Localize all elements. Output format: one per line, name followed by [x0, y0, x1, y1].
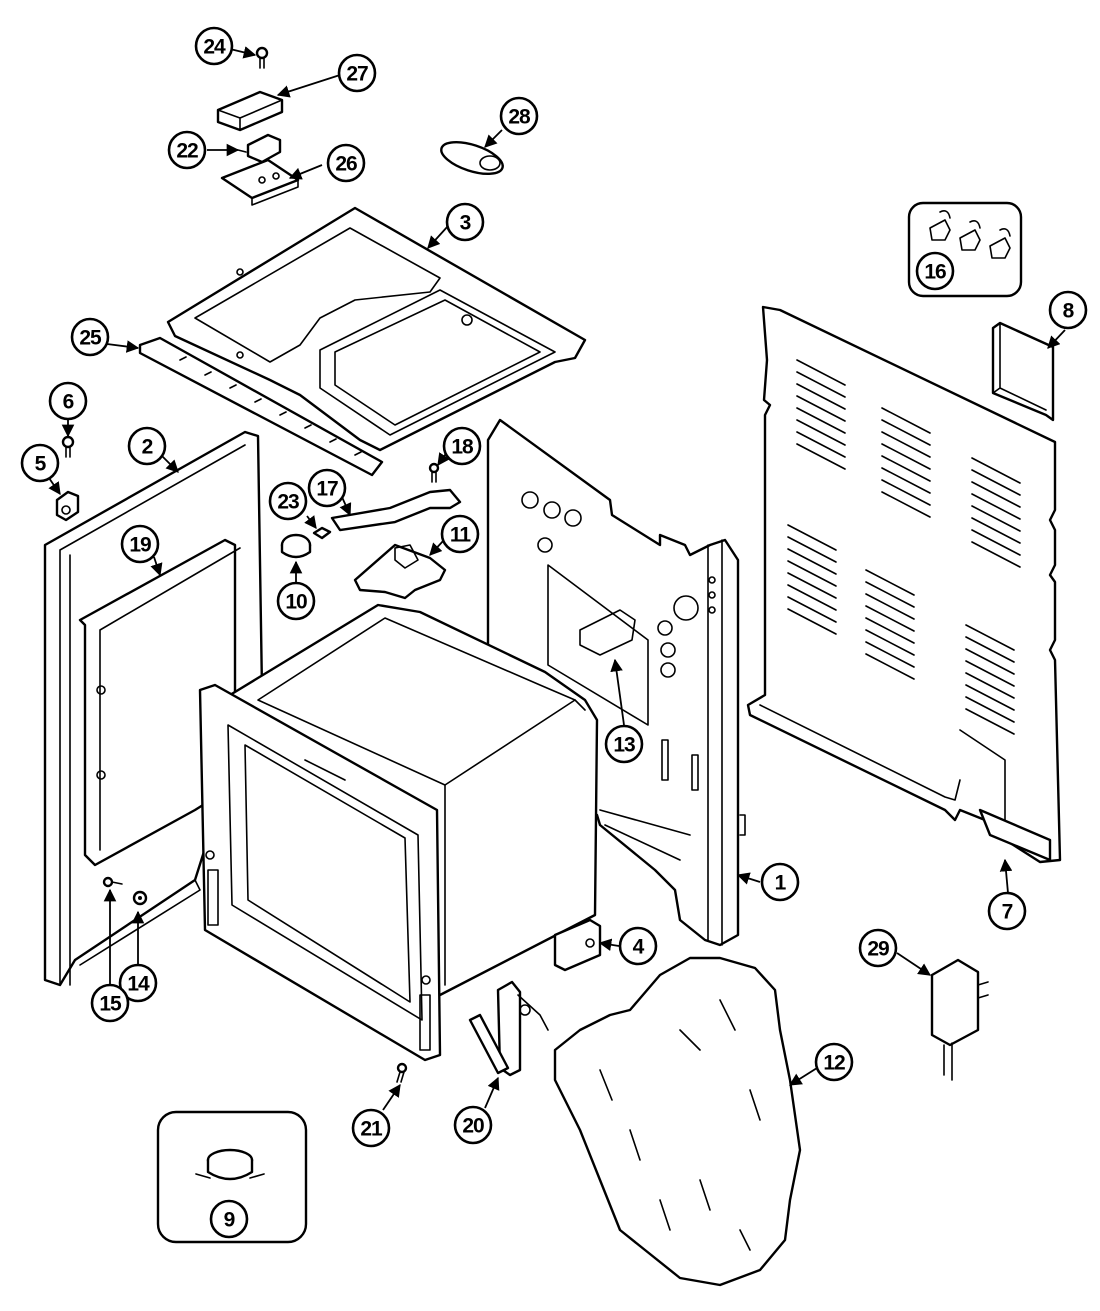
part-5-knob — [55, 490, 80, 522]
callout-14: 14 — [118, 963, 158, 1003]
part-9-thermostat — [156, 1110, 308, 1244]
callout-1: 1 — [760, 862, 800, 902]
svg-text:2: 2 — [142, 436, 153, 459]
rear-louvers — [787, 359, 1021, 735]
part-11-bracket — [353, 543, 447, 600]
callout-28: 28 — [499, 96, 539, 136]
part-25-strip — [138, 336, 384, 477]
part-12-insulation — [553, 956, 802, 1287]
part-4-bracket — [553, 918, 602, 972]
svg-text:22: 22 — [176, 140, 198, 163]
svg-text:6: 6 — [63, 391, 74, 414]
callout-6: 6 — [48, 381, 88, 421]
svg-text:28: 28 — [508, 106, 531, 129]
svg-text:18: 18 — [451, 436, 474, 459]
callout-18: 18 — [442, 426, 482, 466]
callout-11: 11 — [440, 514, 480, 554]
part-20-hinge — [468, 980, 549, 1077]
svg-text:15: 15 — [99, 993, 122, 1016]
svg-text:8: 8 — [1063, 300, 1075, 323]
callout-4: 4 — [618, 926, 658, 966]
svg-text:24: 24 — [203, 36, 226, 59]
part-18-screw — [428, 462, 440, 483]
svg-text:5: 5 — [35, 453, 47, 476]
part-2-side-panel — [43, 430, 264, 987]
part-17-bracket — [330, 488, 462, 532]
callout-2: 2 — [127, 426, 167, 466]
part-24-screw — [255, 46, 269, 69]
part-10-knob — [280, 533, 312, 559]
svg-text:9: 9 — [224, 1209, 235, 1232]
svg-text:17: 17 — [316, 478, 338, 501]
callout-21: 21 — [351, 1108, 391, 1148]
callout-15: 15 — [90, 983, 130, 1023]
part-1-side-panel — [486, 418, 746, 947]
svg-text:21: 21 — [360, 1118, 383, 1141]
callout-12: 12 — [814, 1042, 854, 1082]
svg-text:14: 14 — [127, 973, 150, 996]
callouts: 24 27 28 22 26 3 16 8 25 6 2 18 5 17 23 … — [20, 26, 1088, 1239]
part-6-screw — [61, 435, 75, 458]
svg-text:26: 26 — [335, 153, 357, 176]
svg-text:12: 12 — [823, 1052, 845, 1075]
part-15-screw — [102, 876, 123, 888]
callout-24: 24 — [194, 26, 234, 66]
svg-text:4: 4 — [633, 936, 645, 959]
part-22-switch — [237, 133, 282, 164]
svg-text:1: 1 — [775, 872, 787, 895]
part-27-block — [216, 90, 284, 132]
svg-text:29: 29 — [867, 938, 889, 961]
part-8-bracket — [991, 321, 1055, 422]
callout-26: 26 — [326, 143, 366, 183]
callout-10: 10 — [276, 581, 316, 621]
callout-7: 7 — [987, 891, 1027, 931]
oven-cavity — [198, 603, 599, 1062]
part-23-clip — [312, 526, 332, 540]
callout-25: 25 — [70, 317, 110, 357]
svg-text:25: 25 — [79, 327, 102, 350]
callout-9: 9 — [209, 1199, 249, 1239]
svg-text:11: 11 — [450, 524, 472, 547]
svg-text:23: 23 — [277, 491, 299, 514]
callout-5: 5 — [20, 443, 60, 483]
part-26-bracket — [220, 158, 300, 206]
callout-3: 3 — [445, 202, 485, 242]
leader-lines — [48, 46, 1066, 1111]
svg-text:27: 27 — [346, 63, 368, 86]
part-28-cap — [440, 140, 504, 176]
svg-text:19: 19 — [129, 534, 151, 557]
callout-22: 22 — [167, 130, 207, 170]
svg-text:20: 20 — [462, 1115, 484, 1138]
svg-text:3: 3 — [460, 212, 471, 235]
part-3-top-panel — [166, 206, 587, 452]
callout-23: 23 — [268, 481, 308, 521]
callout-19: 19 — [120, 524, 160, 564]
callout-17: 17 — [307, 468, 347, 508]
svg-text:13: 13 — [613, 734, 635, 757]
callout-29: 29 — [858, 928, 898, 968]
callout-27: 27 — [337, 53, 377, 93]
callout-13: 13 — [604, 724, 644, 764]
part-14-grommet — [132, 890, 148, 906]
rear-panel — [746, 305, 1062, 864]
callout-8: 8 — [1048, 290, 1088, 330]
part-21-screw — [396, 1062, 408, 1083]
callout-16: 16 — [915, 251, 955, 291]
svg-text:7: 7 — [1002, 901, 1013, 924]
svg-text:10: 10 — [285, 591, 307, 614]
part-29-plug — [930, 958, 989, 1081]
callout-20: 20 — [453, 1105, 493, 1145]
svg-text:16: 16 — [924, 261, 946, 284]
